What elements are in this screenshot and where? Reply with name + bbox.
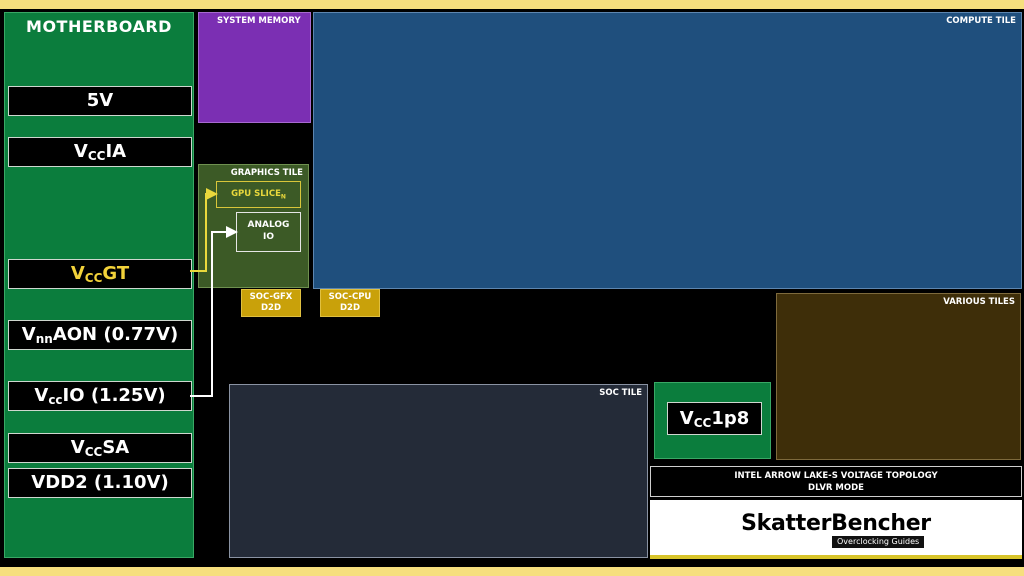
soc-gfx-d2d-block: SOC-GFX D2D [241,289,301,317]
gpu-slice-label: GPU SLICE [231,189,281,199]
voltage-topology-diagram: MOTHERBOARD 5V VCCIA VCCGT VnnAON (0.77V… [0,9,1024,567]
voltage-path-overlay [190,188,238,397]
vcc1p8-block: VCC1p8 [654,382,771,459]
rail-vccia-v: V [73,141,88,162]
motherboard-title: MOTHERBOARD [26,17,172,36]
soc-cpu-d2d-block: SOC-CPU D2D [320,289,380,317]
rail-vccio: VccIO (1.25V) [8,381,192,411]
vccio-path [190,226,238,397]
vcc1p8-rail: VCC1p8 [667,402,762,435]
rail-vccsa-sub: CC [84,445,103,459]
rail-vccsa-v: V [70,437,85,458]
soc-tile-block: SOC TILE [229,384,648,558]
motherboard-block: MOTHERBOARD 5V VCCIA VCCGT VnnAON (0.77V… [4,12,194,558]
rail-vnnaon-rest: AON (0.77V) [52,324,179,345]
vcc1p8-sub: CC [693,416,712,430]
rail-vnnaon: VnnAON (0.77V) [8,320,192,350]
rail-vccio-sub: cc [48,393,63,407]
rail-vccia-sub: CC [87,149,106,163]
analog-io-line2: IO [263,232,274,242]
rail-vccgt: VCCGT [8,259,192,289]
rail-vccsa: VCCSA [8,433,192,463]
topology-caption: INTEL ARROW LAKE-S VOLTAGE TOPOLOGY DLVR… [650,466,1022,497]
compute-tile-label: COMPUTE TILE [946,16,1016,26]
soc-gfx-d2d-line2: D2D [260,303,282,313]
rail-vccia: VCCIA [8,137,192,167]
topology-line2: DLVR MODE [808,483,864,493]
rail-vccsa-rest: SA [102,437,130,458]
soc-cpu-d2d-line2: D2D [339,303,361,313]
vcc1p8-rest: 1p8 [711,408,750,429]
topology-line1: INTEL ARROW LAKE-S VOLTAGE TOPOLOGY [734,471,938,481]
soc-gfx-d2d-line1: SOC-GFX [249,292,293,302]
rail-vccio-rest: IO (1.25V) [62,385,166,406]
soc-tile-label: SOC TILE [599,388,642,398]
rail-5v: 5V [8,86,192,116]
compute-tile-block: COMPUTE TILE [313,12,1022,289]
rail-vccio-v: V [34,385,49,406]
rail-vccgt-v: V [70,263,85,284]
rail-5v-label: 5V [86,90,114,111]
rail-vccia-rest: IA [105,141,127,162]
vccgt-path [190,188,218,272]
rail-vnnaon-sub: nn [35,332,53,346]
various-tiles-label: VARIOUS TILES [943,297,1015,307]
rail-vccgt-sub: CC [84,271,103,285]
rail-vccgt-rest: GT [102,263,130,284]
system-memory-label: SYSTEM MEMORY [217,16,301,26]
analog-io-line1: ANALOG [247,220,290,230]
system-memory-block: SYSTEM MEMORY [198,12,311,123]
rail-vdd2: VDD2 (1.10V) [8,468,192,498]
brand-tagline: Overclocking Guides [832,536,925,548]
gpu-slice-sub: N [280,193,286,201]
brand-logo: SkatterBencher Overclocking Guides [650,500,1022,559]
various-tiles-block: VARIOUS TILES [776,293,1021,460]
graphics-tile-label: GRAPHICS TILE [230,168,303,178]
soc-cpu-d2d-line1: SOC-CPU [328,292,372,302]
vcc1p8-v: V [679,408,694,429]
rail-vdd2-label: VDD2 (1.10V) [31,472,169,493]
brand-name: SkatterBencher [741,511,931,536]
rail-vnnaon-v: V [21,324,36,345]
